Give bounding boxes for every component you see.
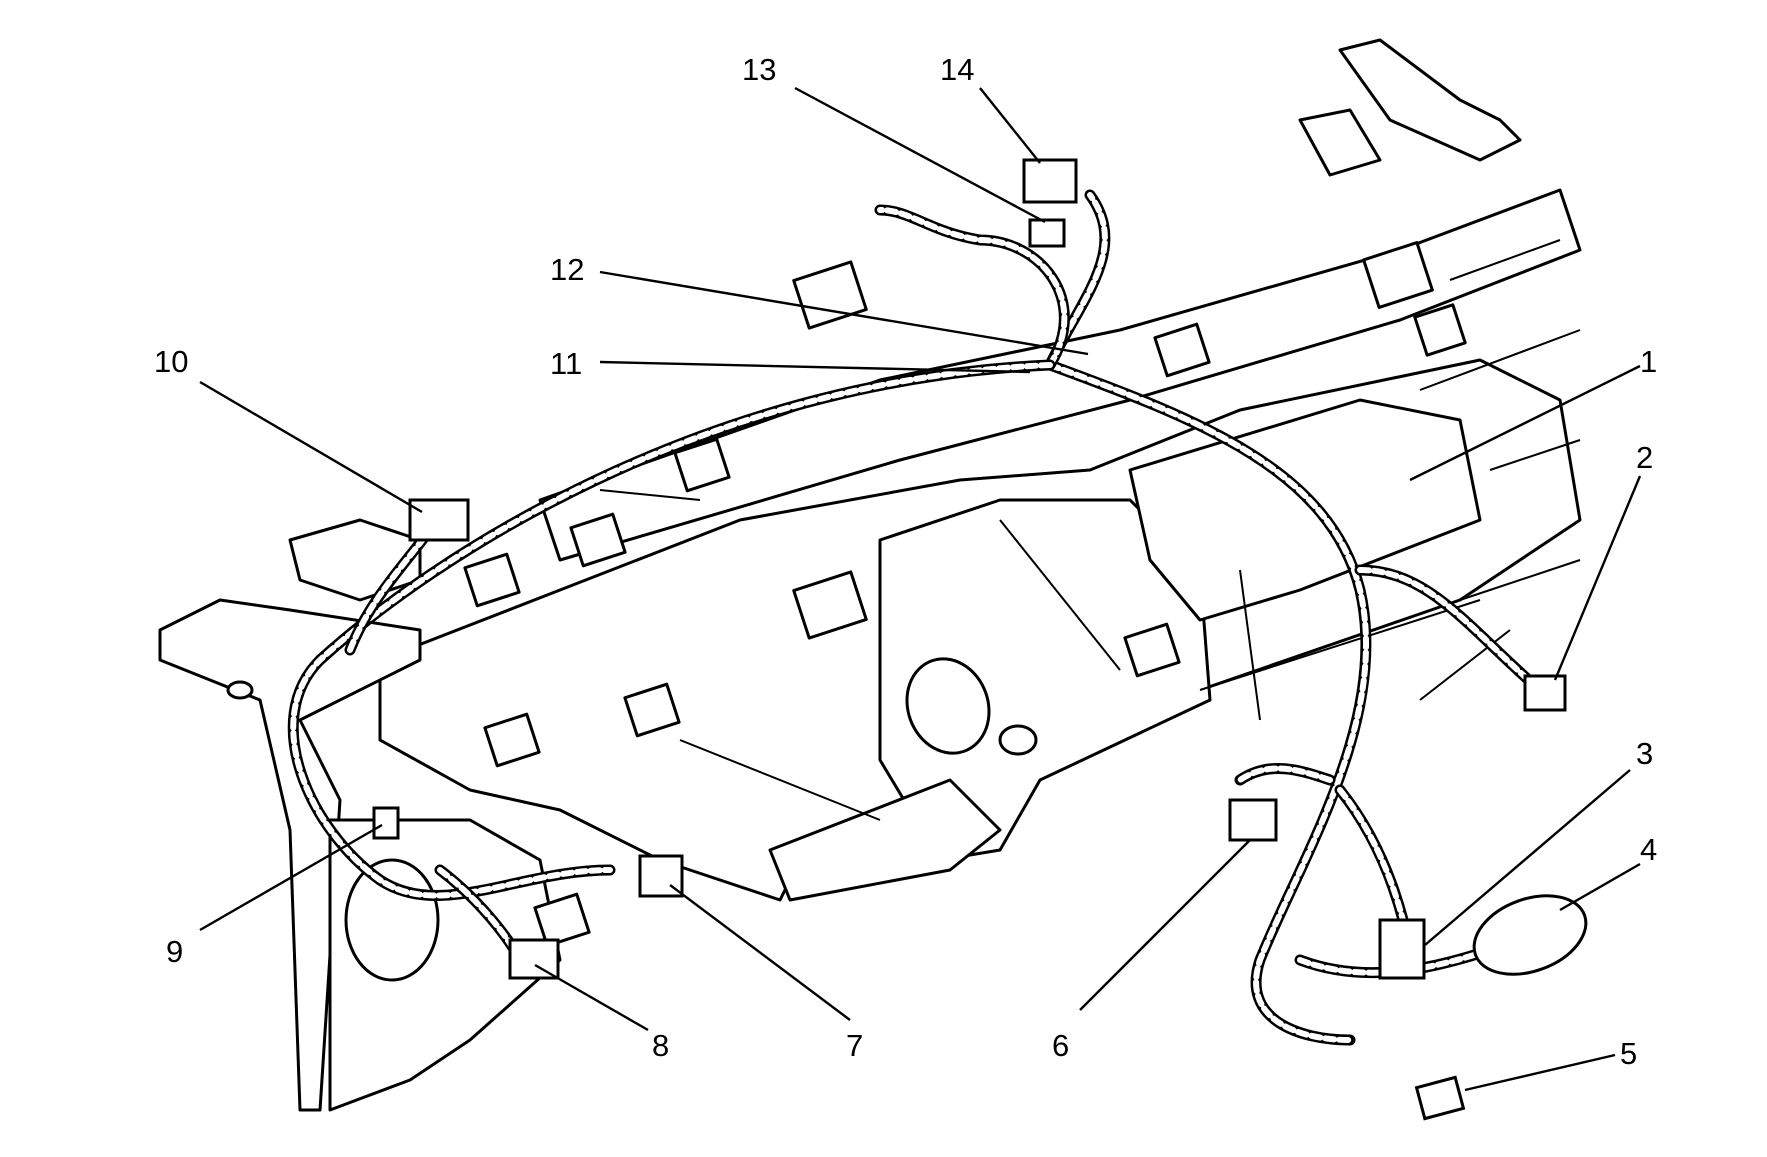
callout-6: 6	[1052, 1028, 1069, 1063]
connector-4	[1472, 894, 1588, 976]
callout-7: 7	[846, 1028, 863, 1063]
connector-10	[408, 498, 470, 542]
instrument-panel-carrier	[158, 38, 1582, 1112]
left-end-bracket	[158, 598, 422, 1112]
callout-9: 9	[166, 934, 183, 969]
mounting-tabs	[463, 241, 1467, 948]
callout-5: 5	[1620, 1036, 1637, 1071]
connector-6	[1228, 798, 1278, 842]
right-bracket-top	[1338, 38, 1522, 162]
callout-12: 12	[550, 252, 584, 287]
right-bracket-lower	[1298, 108, 1382, 177]
connector-8	[508, 938, 560, 980]
connector-13	[1028, 218, 1066, 248]
callout-1: 1	[1640, 344, 1657, 379]
callout-2: 2	[1636, 440, 1653, 475]
lower-front-panel	[768, 778, 1002, 902]
callout-13: 13	[742, 52, 776, 87]
callout-8: 8	[652, 1028, 669, 1063]
wiring-harness	[287, 189, 1546, 1046]
glovebox-housing	[1128, 398, 1482, 622]
callout-11: 11	[550, 346, 582, 381]
leader-lines	[199, 86, 1642, 1092]
connector-9	[372, 806, 400, 840]
connector-2	[1523, 674, 1567, 712]
callout-4: 4	[1640, 832, 1657, 867]
callout-14: 14	[940, 52, 974, 87]
connectors	[372, 158, 1588, 1121]
callout-10: 10	[154, 344, 188, 379]
callout-labels: 1 2 3 4 5 6 7 8 9 10 11 12 13 14	[154, 52, 1657, 1071]
callout-3: 3	[1636, 736, 1653, 771]
connector-5	[1414, 1075, 1466, 1121]
connector-3	[1378, 918, 1426, 980]
connector-14	[1022, 158, 1078, 204]
